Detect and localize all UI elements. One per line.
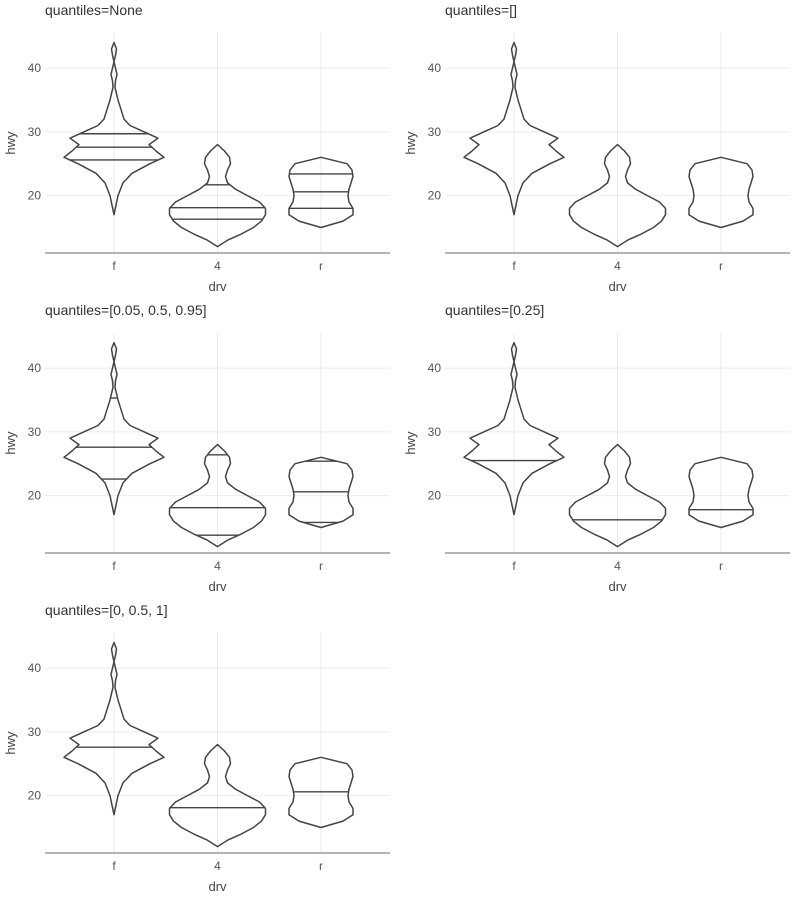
violin-panel: quantiles=[0, 0.5, 1] 20 30 40 f 4 r drv hwy [3,602,390,894]
violin-panel: quantiles=[0.25] 20 30 40 f 4 r drv hwy [403,302,790,594]
x-tick-label: r [319,859,323,873]
x-tick-label: 4 [214,259,221,273]
y-axis-label: hwy [3,431,18,455]
x-tick-label: r [319,259,323,273]
violin-r [688,156,754,229]
violin-r [688,456,754,529]
violin-panel: quantiles=[] 20 30 40 f 4 r drv hwy [403,2,790,294]
violin-4 [568,143,667,248]
x-tick-label: f [112,259,116,273]
x-tick-label: f [512,559,516,573]
panel-title: quantiles=[0.25] [445,302,544,318]
x-tick-label: 4 [614,559,621,573]
x-tick-label: f [112,859,116,873]
violin-f [63,641,165,816]
violin-r [288,456,354,529]
panel-title: quantiles=[0.05, 0.5, 0.95] [45,302,207,318]
violin-panel: quantiles=[0.05, 0.5, 0.95] 20 30 40 f 4 r drv h… [3,302,390,594]
y-axis-label: hwy [3,131,18,155]
y-tick-label: 20 [428,489,442,503]
violin-f [463,41,565,216]
violin-panel: quantiles=None 20 30 40 f 4 r drv hwy [3,2,390,294]
x-tick-label: 4 [214,559,221,573]
y-axis-label: hwy [3,731,18,755]
x-tick-label: 4 [614,259,621,273]
x-axis-label: drv [208,279,227,294]
violin-r [288,756,354,829]
y-tick-label: 20 [428,189,442,203]
x-tick-label: f [512,259,516,273]
y-tick-label: 20 [28,789,42,803]
y-tick-label: 40 [28,661,42,675]
x-axis-label: drv [208,579,227,594]
y-tick-label: 20 [28,489,42,503]
x-axis-label: drv [608,279,627,294]
panel-title: quantiles=[0, 0.5, 1] [45,602,168,618]
violin-f [63,341,165,516]
y-tick-label: 40 [28,61,42,75]
violin-f [463,341,565,516]
y-axis-label: hwy [403,131,418,155]
violin-4 [168,143,267,248]
y-tick-label: 30 [28,425,42,439]
x-tick-label: r [719,259,723,273]
y-tick-label: 30 [28,725,42,739]
x-axis-label: drv [608,579,627,594]
violin-f [63,41,165,216]
x-axis-label: drv [208,879,227,894]
y-tick-label: 30 [428,425,442,439]
y-tick-label: 40 [428,361,442,375]
y-tick-label: 30 [428,125,442,139]
x-tick-label: r [719,559,723,573]
y-tick-label: 40 [428,61,442,75]
y-tick-label: 20 [28,189,42,203]
y-axis-label: hwy [403,431,418,455]
violin-4 [568,443,667,548]
x-tick-label: 4 [214,859,221,873]
y-tick-label: 30 [28,125,42,139]
y-tick-label: 40 [28,361,42,375]
x-tick-label: f [112,559,116,573]
panel-title: quantiles=None [45,2,143,18]
violin-4 [168,443,267,548]
violin-4 [168,743,267,848]
violin-r [288,156,354,229]
x-tick-label: r [319,559,323,573]
panel-title: quantiles=[] [445,2,517,18]
